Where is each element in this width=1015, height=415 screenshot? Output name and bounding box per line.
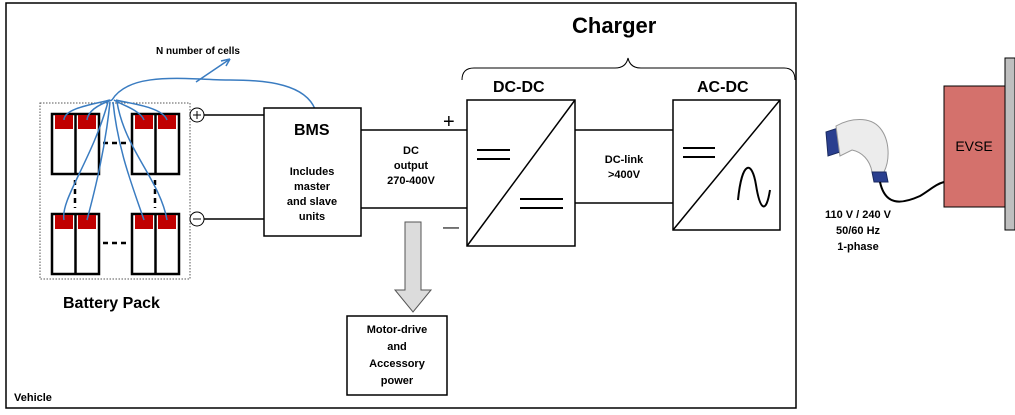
ac-sine-symbol — [737, 166, 771, 208]
supply-label-3: 1-phase — [837, 241, 879, 253]
bms-desc-3: and slave — [287, 196, 337, 208]
cell-terminal — [135, 115, 153, 129]
vehicle-boundary — [5, 2, 797, 409]
supply-label-1: 110 V / 240 V — [825, 209, 892, 221]
plus-sign: + — [443, 111, 455, 133]
motor-label-2: and — [387, 341, 407, 353]
acdc-label: AC-DC — [697, 79, 749, 96]
dc-link-label-1: DC-link — [605, 154, 644, 166]
dc-link-label-2: >400V — [608, 169, 641, 181]
battery-pack — [39, 77, 316, 280]
cell-terminal — [78, 215, 96, 229]
supply-label-2: 50/60 Hz — [836, 225, 881, 237]
bms-desc-4: units — [299, 211, 325, 223]
motor-label-3: Accessory — [369, 358, 426, 370]
charging-plug-icon — [825, 119, 945, 203]
minus-sign: — — [443, 219, 459, 236]
battery-pack-boundary — [39, 102, 191, 280]
sense-wires — [62, 77, 316, 221]
cell-terminal — [55, 215, 73, 229]
cell-terminal — [135, 215, 153, 229]
charger-brace — [461, 57, 796, 81]
motor-label-4: power — [381, 375, 414, 387]
cell-terminal — [158, 115, 176, 129]
dc-output-label-2: output — [394, 160, 429, 172]
n-cells-label: N number of cells — [156, 46, 240, 57]
cell-terminal — [55, 115, 73, 129]
grid-supply-box — [1004, 57, 1015, 231]
dc-output-label-1: DC — [403, 145, 419, 157]
charger-title: Charger — [572, 13, 657, 38]
cell-terminal — [78, 115, 96, 129]
bms-desc-1: Includes — [290, 166, 335, 178]
power-down-arrow — [393, 221, 433, 313]
cell-terminal — [158, 215, 176, 229]
bms-title: BMS — [294, 122, 330, 139]
bms-desc-2: master — [294, 181, 331, 193]
dcdc-label: DC-DC — [493, 79, 545, 96]
evse-box — [943, 85, 1006, 208]
bms-box — [263, 107, 362, 237]
cell-group-top-right — [130, 112, 181, 176]
dc-output-label-3: 270-400V — [387, 175, 435, 187]
motor-drive-box — [346, 315, 448, 396]
cell-group-bottom-left — [50, 212, 101, 276]
evse-label: EVSE — [955, 138, 992, 154]
n-cells-pointer — [195, 58, 231, 83]
battery-pack-label: Battery Pack — [63, 295, 160, 312]
cell-group-bottom-right — [130, 212, 181, 276]
vehicle-label: Vehicle — [14, 392, 52, 404]
motor-label-1: Motor-drive — [367, 324, 428, 336]
bms-sense-cable — [111, 77, 316, 110]
cell-group-top-left — [50, 112, 101, 176]
